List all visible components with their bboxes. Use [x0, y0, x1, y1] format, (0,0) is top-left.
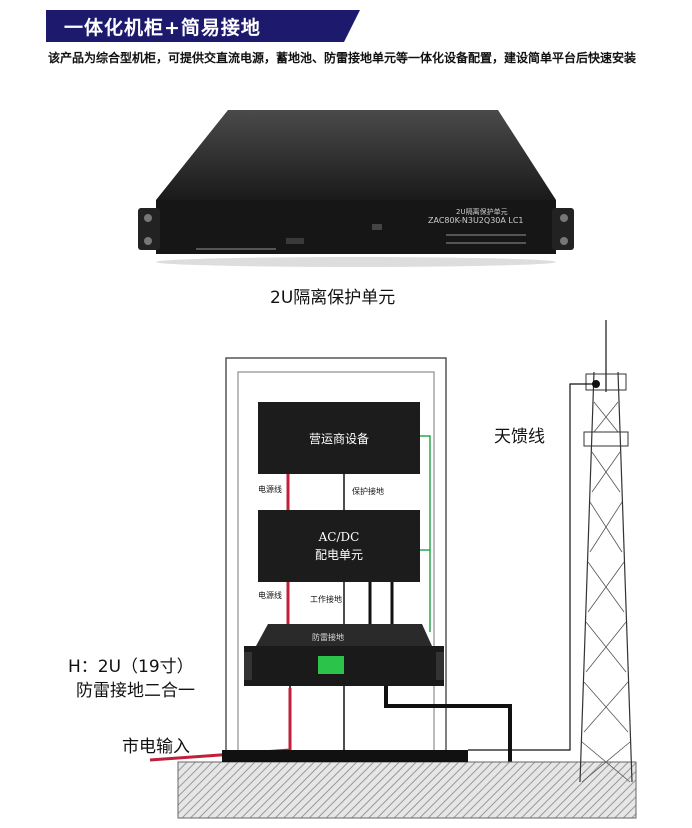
acdc-box-label-1: AC/DC	[318, 530, 360, 544]
operator-box-label: 营运商设备	[308, 432, 369, 446]
antenna-label: 天馈线	[494, 427, 545, 447]
power-line-label-2: 电源线	[258, 591, 282, 600]
acdc-box	[258, 510, 420, 582]
height-label: H：2U（19寸）	[68, 657, 194, 677]
installation-diagram: 营运商设备 AC/DC 配电单元 电源线 电源线 保护接地 工作接地 防雷接地 …	[0, 312, 692, 824]
diagram-drawing	[149, 320, 637, 819]
combo-label: 防雷接地二合一	[76, 681, 195, 701]
product-caption: 2U隔离保护单元	[270, 288, 396, 308]
protect-ground-label: 保护接地	[352, 487, 384, 496]
intro-text: 该产品为综合型机柜，可提供交直流电源，蓄地池、防雷接地单元等一体化设备配置，建设…	[48, 51, 637, 65]
panel-model: ZAC80K-N3U2Q30A LC1	[428, 216, 524, 225]
combo-device-label: 防雷接地	[312, 633, 344, 642]
header-banner: 一体化机柜+简易接地	[46, 10, 360, 42]
product-photo: 2U隔离保护单元 ZAC80K-N3U2Q30A LC1	[136, 104, 576, 272]
mains-label: 市电输入	[122, 737, 190, 757]
operator-box	[258, 402, 420, 474]
page-title: 一体化机柜+简易接地	[64, 17, 261, 39]
header-banner-shape	[46, 10, 360, 42]
panel-title: 2U隔离保护单元	[456, 208, 508, 216]
work-ground-label: 工作接地	[310, 595, 342, 604]
power-line-label-1: 电源线	[258, 485, 282, 494]
acdc-box-label-2: 配电单元	[314, 548, 363, 562]
